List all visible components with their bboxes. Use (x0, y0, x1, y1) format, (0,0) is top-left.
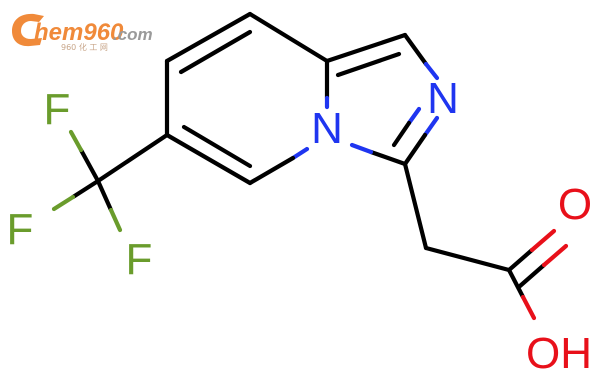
atom-nitrogen-imine: N (427, 74, 459, 123)
atom-fluorine-bottom: F (126, 235, 153, 284)
trifluoromethyl-group (51, 129, 170, 233)
bond-carbonyl-2 (517, 262, 547, 289)
bond-to-n (423, 61, 440, 81)
bond-to-n (349, 142, 374, 155)
bond-inner-to-n (406, 106, 422, 126)
bond-inner (391, 120, 412, 148)
bond (95, 132, 170, 184)
bond-to-f (108, 207, 123, 233)
bond (423, 245, 512, 273)
atom-hydroxyl: OH (526, 329, 592, 375)
acetic-acid-group (402, 161, 569, 321)
bond (70, 178, 101, 200)
bond (368, 149, 408, 167)
logo-subtitle: 960 化 工 网 (61, 42, 108, 52)
bond (506, 267, 526, 300)
bond (402, 132, 428, 167)
bond (78, 147, 101, 184)
bond (247, 155, 296, 186)
imidazole-ring (324, 32, 440, 167)
bond-to-f (68, 129, 84, 153)
bond (402, 32, 429, 67)
logo-c-icon (12, 13, 44, 47)
bond (164, 11, 253, 64)
pyridine-ring (164, 11, 330, 186)
bond (506, 247, 535, 273)
bond-carbonyl-2 (541, 243, 569, 268)
atom-oxygen-carbonyl: O (558, 180, 592, 229)
bond-inner (181, 124, 253, 169)
bond (95, 178, 114, 213)
bond-to-n (290, 146, 310, 161)
logo-text: hem960 (34, 19, 124, 46)
bond-inner (178, 29, 253, 75)
atom-nitrogen-bridgehead: N (311, 104, 343, 153)
bond (324, 32, 408, 64)
bond-to-n (422, 115, 440, 138)
logo-suffix: .com (113, 25, 153, 44)
bond (164, 132, 253, 186)
atom-fluorine-top: F (44, 85, 71, 134)
bond (247, 11, 330, 64)
site-logo[interactable]: hem960 .com 960 化 工 网 (12, 13, 153, 52)
bond (402, 161, 429, 251)
bond-to-f (51, 194, 76, 212)
bond-hydroxyl (520, 294, 537, 321)
bond-carbonyl (529, 228, 557, 253)
atom-fluorine-left: F (7, 205, 34, 254)
bond-inner (335, 51, 402, 78)
